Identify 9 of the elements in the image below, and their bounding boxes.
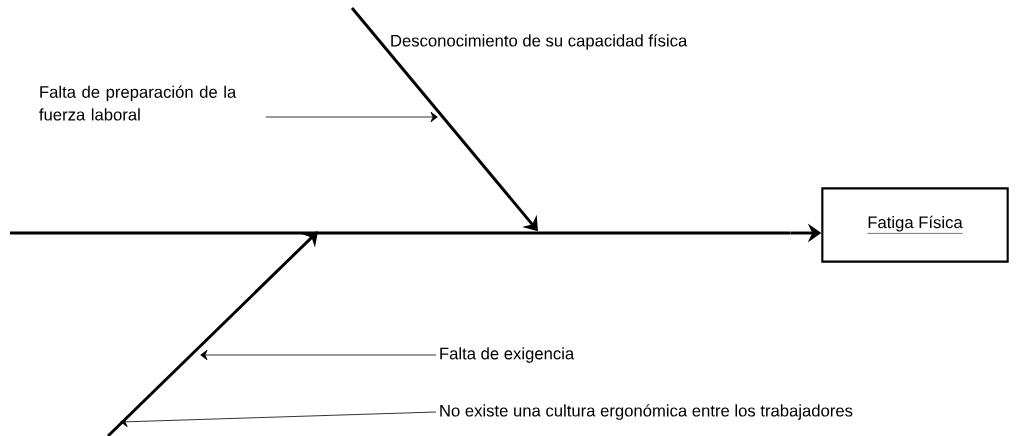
bone-arrow [106,231,318,436]
cause-text: Desconocimiento de su capacidad física [391,34,688,50]
leader-arrow [200,349,437,361]
cause-text: Falta de exigencia [440,347,575,363]
leader-arrow [120,411,437,427]
cause-text: No existe una cultura ergonómica entre los trabajadores [440,404,853,420]
effect-box: Fatiga Física [821,187,1009,263]
cause-text: Falta de preparación de la fuerza laboral [39,85,237,121]
leader-arrow [265,111,438,123]
